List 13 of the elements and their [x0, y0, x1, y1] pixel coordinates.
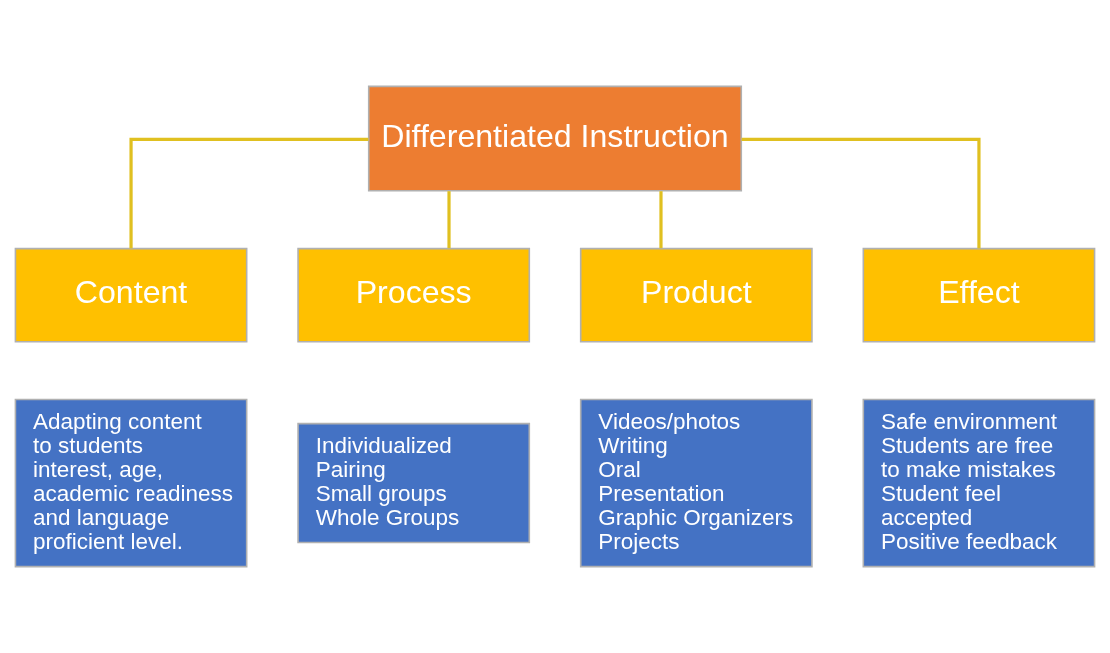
connector	[741, 137, 981, 249]
node-box: Safe environment Students are free to make mistakes Student feel accepted Positive feedback	[862, 398, 1096, 568]
node-box: Differentiated Instruction	[367, 85, 743, 192]
node-box: Content	[14, 247, 248, 343]
connector	[659, 191, 663, 249]
connector	[447, 191, 451, 249]
connector	[129, 137, 369, 249]
node-box: Product	[579, 247, 813, 343]
node-box: Effect	[862, 247, 1096, 343]
node-box: Videos/photos Writing Oral Presentation Graphic Organizers Projects	[579, 398, 813, 568]
node-box: Adapting content to students interest, age, academic readiness and language proficient level.	[14, 398, 248, 568]
node-box: Process	[297, 247, 531, 343]
node-box: Individualized Pairing Small groups Whole Groups	[297, 422, 531, 544]
